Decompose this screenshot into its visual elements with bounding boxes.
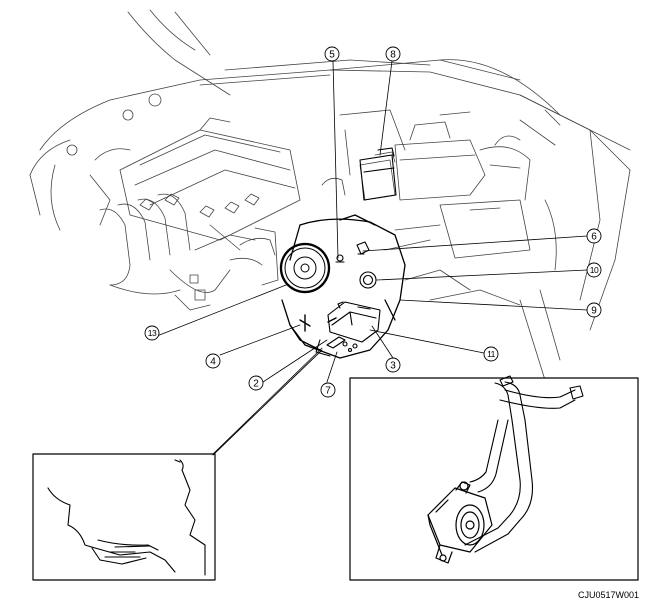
svg-text:2: 2	[253, 379, 259, 390]
svg-text:7: 7	[325, 386, 331, 397]
case-sensors	[335, 241, 377, 289]
callout-10: 10	[586, 262, 602, 278]
callout-7: 7	[320, 382, 336, 398]
svg-text:10: 10	[590, 265, 599, 275]
drive-plate	[279, 242, 331, 294]
callout-4: 4	[205, 353, 221, 369]
callout-5: 5	[324, 46, 340, 62]
solenoid-valve-body	[315, 301, 381, 357]
callout-6: 6	[586, 228, 602, 244]
engine-compartment-outline	[29, 9, 631, 381]
callout-11: 11	[483, 346, 499, 362]
svg-text:11: 11	[487, 349, 496, 359]
svg-text:3: 3	[390, 361, 396, 372]
transaxle-assembly	[281, 214, 406, 359]
tcm-module	[359, 147, 397, 201]
inset-leader	[212, 349, 323, 456]
figure-code: CJU0517W001	[577, 590, 639, 600]
leader-lines	[156, 60, 588, 561]
callout-8: 8	[385, 46, 401, 62]
svg-text:8: 8	[390, 50, 396, 61]
mount-bolt-marks	[299, 314, 337, 332]
oil-cooler-inset	[349, 375, 639, 581]
drain-plug-inset	[32, 453, 216, 581]
svg-text:6: 6	[591, 232, 597, 243]
svg-text:9: 9	[591, 306, 597, 317]
svg-text:13: 13	[148, 328, 157, 338]
callout-2: 2	[248, 375, 264, 391]
svg-text:4: 4	[210, 357, 216, 368]
callout-9: 9	[586, 302, 602, 318]
callout-13: 13	[144, 325, 160, 341]
callout-3: 3	[385, 357, 401, 373]
svg-text:5: 5	[329, 50, 335, 61]
